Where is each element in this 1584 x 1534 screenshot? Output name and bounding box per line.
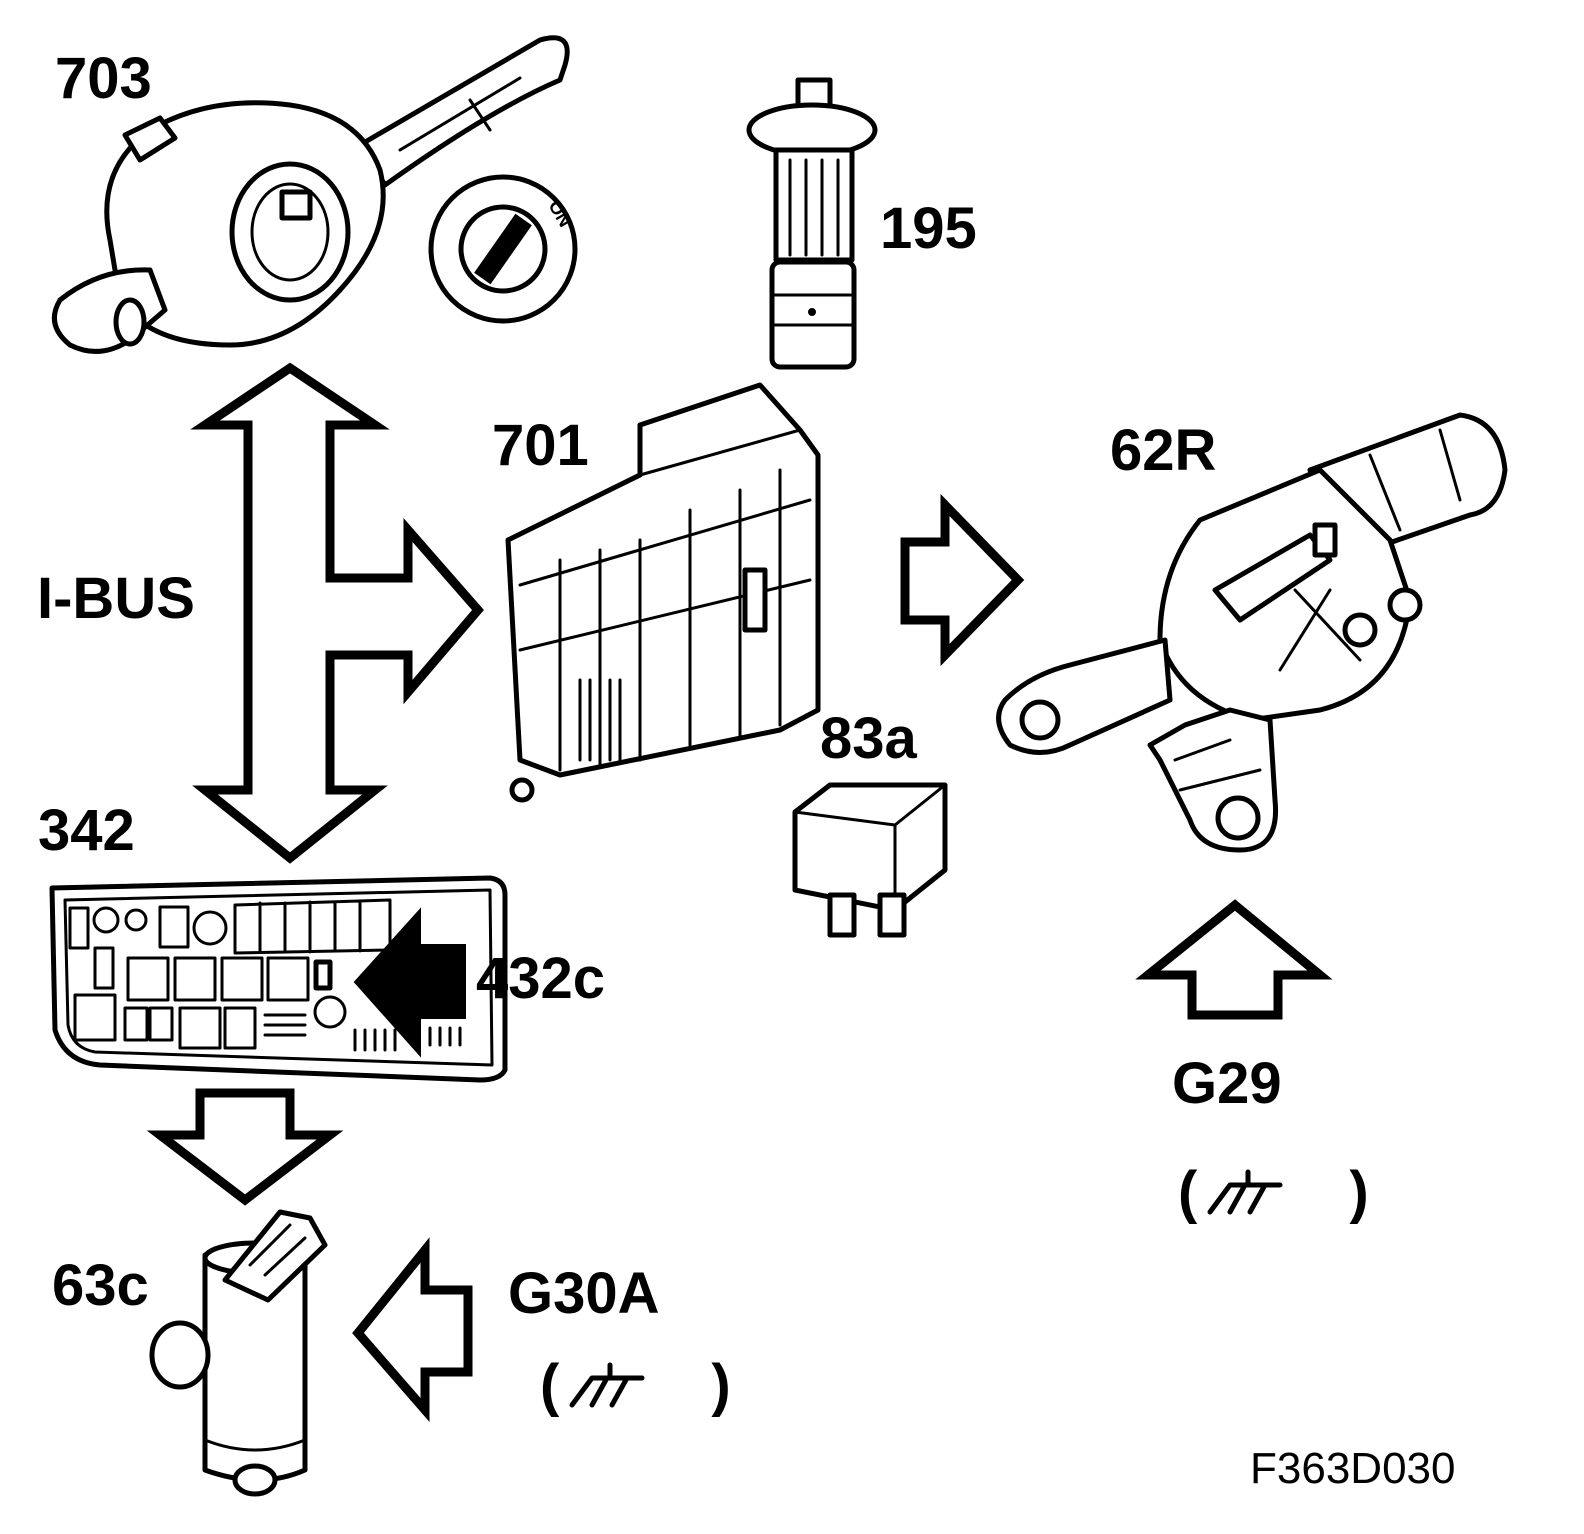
label-ibus: I-BUS	[37, 566, 195, 631]
label-195: 195	[880, 196, 977, 261]
ignition-switch-195	[746, 77, 878, 370]
label-62R: 62R	[1110, 418, 1216, 483]
washer-pump-63c	[149, 1209, 328, 1497]
label-G29: G29	[1172, 1051, 1282, 1116]
label-ground-symbol-right: ( )	[1178, 1160, 1437, 1225]
label-701: 701	[492, 413, 589, 478]
relay-83a	[792, 782, 948, 938]
label-63c: 63c	[52, 1253, 149, 1318]
fusebox-to-pump-arrow	[146, 1088, 344, 1206]
fuse-box-342	[49, 875, 508, 1083]
figure-code: F363D030	[1250, 1444, 1455, 1493]
module-to-motor-arrow	[900, 493, 1025, 667]
ground-to-pump-arrow	[352, 1237, 473, 1423]
control-module-701	[505, 382, 821, 803]
label-432c: 432c	[476, 946, 605, 1011]
ibus-arrow	[190, 362, 484, 864]
label-ground-symbol-bottom: ( )	[540, 1353, 799, 1418]
ignition-key-face: ON	[428, 174, 578, 324]
label-83a: 83a	[820, 706, 918, 771]
label-G30A: G30A	[508, 1261, 660, 1326]
wiper-motor-62R	[996, 412, 1508, 853]
label-703: 703	[55, 46, 152, 111]
ground-symbol-bottom-icon	[569, 1362, 645, 1408]
ground-to-motor-arrow	[1135, 899, 1333, 1020]
ground-symbol-right-icon	[1207, 1169, 1283, 1215]
stalk-switch-703	[51, 35, 570, 354]
label-342: 342	[38, 798, 135, 863]
